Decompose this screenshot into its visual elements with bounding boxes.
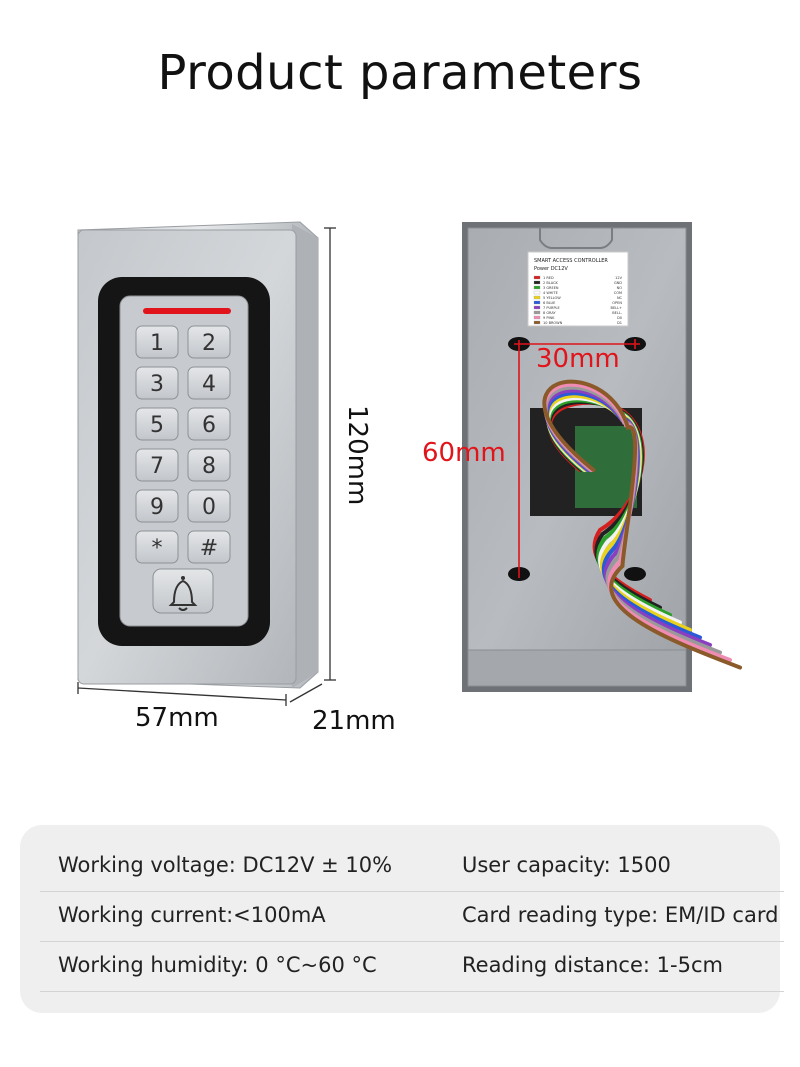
keypad-key: # [187, 530, 231, 564]
keypad-key-label: * [152, 536, 163, 561]
keypad-key-label: 5 [150, 413, 164, 438]
doorbell-button [152, 568, 214, 614]
keypad-key: 8 [187, 448, 231, 482]
keypad-keys: 1 2 3 4 5 6 7 8 9 0 * # [135, 325, 231, 564]
keypad-key: 1 [135, 325, 179, 359]
mount-hole-bottom-right [624, 567, 646, 581]
keypad-key-label: 6 [202, 413, 216, 438]
sticker-wire-swatch [533, 320, 541, 325]
status-led [143, 308, 231, 314]
depth-label: 21mm [312, 706, 396, 736]
keypad-key-label: 2 [202, 331, 216, 356]
keypad-key-label: 3 [150, 372, 164, 397]
spec-working-voltage: Working voltage: DC12V ± 10% [58, 853, 393, 877]
front-dimension-lines [77, 227, 336, 706]
sticker-wire-swatch [533, 300, 541, 305]
spec-user-capacity: User capacity: 1500 [462, 853, 671, 877]
sticker-wire-function: D0 [617, 316, 622, 320]
sticker-wire-list: 1 RED 12V 2 BLACK GND 3 GREEN NO 4 WHITE COM 5 Y… [533, 275, 623, 325]
hole-spacing-horizontal-label: 30mm [536, 344, 620, 374]
sticker-title: SMART ACCESS CONTROLLER [534, 258, 608, 264]
keypad-key-label: 9 [150, 495, 164, 520]
sticker-wire-function: BELL- [612, 311, 622, 315]
keypad-key: 4 [187, 366, 231, 400]
sticker-wire-name: 3 GREEN [543, 286, 559, 290]
spec-working-humidity: Working humidity: 0 °C~60 °C [58, 953, 377, 977]
sticker-wire-function: BELL+ [611, 306, 623, 310]
keypad-key: 0 [187, 489, 231, 523]
keypad-key-label: 4 [202, 372, 216, 397]
keypad-key: * [135, 530, 179, 564]
sticker-wire-function: GND [614, 281, 622, 285]
keypad-key-label: 0 [202, 495, 216, 520]
wire [542, 379, 742, 670]
sticker-wire-name: 4 WHITE [543, 291, 558, 295]
spec-card-reading-type: Card reading type: EM/ID card [462, 903, 779, 927]
spec-reading-distance: Reading distance: 1-5cm [462, 953, 723, 977]
bell-icon [168, 576, 198, 611]
keypad-key-label: 8 [202, 454, 216, 479]
sticker-wire-name: 1 RED [543, 276, 554, 280]
keypad-key: 9 [135, 489, 179, 523]
sticker-wire-function: 12V [615, 276, 622, 280]
sticker-wire-swatch [533, 275, 541, 280]
sticker-wire-swatch [533, 305, 541, 310]
keypad-key: 2 [187, 325, 231, 359]
sticker-wire-function: COM [614, 291, 622, 295]
sticker-wire-name: 2 BLACK [543, 281, 559, 285]
keypad-key: 6 [187, 407, 231, 441]
sticker-wire-swatch [533, 285, 541, 290]
sticker-wire-name: 8 GRAY [543, 311, 556, 315]
page-title: Product parameters [157, 45, 643, 101]
spec-working-current: Working current:<100mA [58, 903, 326, 927]
keypad-key-label: 7 [150, 454, 164, 479]
hole-spacing-vertical-label: 60mm [422, 438, 506, 468]
keypad-key-label: # [200, 536, 218, 561]
sticker-wire-swatch [533, 290, 541, 295]
sticker-wire-swatch [533, 295, 541, 300]
sticker-wire-name: 10 BROWN [543, 321, 563, 325]
wire-bundle [542, 379, 742, 670]
sticker-wire-name: 9 PINK [543, 316, 555, 320]
sticker-wire-name: 5 YELLOW [543, 296, 561, 300]
width-label: 57mm [135, 703, 219, 733]
sticker-wire-name: 6 BLUE [543, 301, 555, 305]
keypad-key: 5 [135, 407, 179, 441]
sticker-wire-swatch [533, 315, 541, 320]
sticker-wire-function: OPEN [612, 301, 622, 305]
sticker-wire-swatch [533, 280, 541, 285]
spec-panel: Working voltage: DC12V ± 10% User capaci… [20, 825, 784, 1013]
keypad-key: 7 [135, 448, 179, 482]
sticker-wire-swatch [533, 310, 541, 315]
sticker-power: Power DC12V [534, 266, 568, 272]
keypad-key-label: 1 [150, 331, 164, 356]
back-dimension-lines [514, 339, 640, 578]
wiring-label-sticker [527, 251, 629, 327]
sticker-wire-name: 7 PURPLE [543, 306, 560, 310]
spec-row: Working voltage: DC12V ± 10% User capaci… [40, 843, 784, 892]
keypad-key: 3 [135, 366, 179, 400]
product-illustration: 1 2 3 4 5 6 7 8 9 0 * # SMART ACCESS CONTROLLER Pow… [77, 221, 742, 706]
height-label: 120mm [342, 405, 372, 506]
sticker-wire-function: NC [617, 296, 623, 300]
spec-row: Working current:<100mA Card reading type… [40, 893, 784, 942]
sticker-wire-function: D1 [617, 321, 622, 325]
sticker-wire-function: NO [617, 286, 623, 290]
spec-row: Working humidity: 0 °C~60 °C Reading dis… [40, 943, 784, 992]
